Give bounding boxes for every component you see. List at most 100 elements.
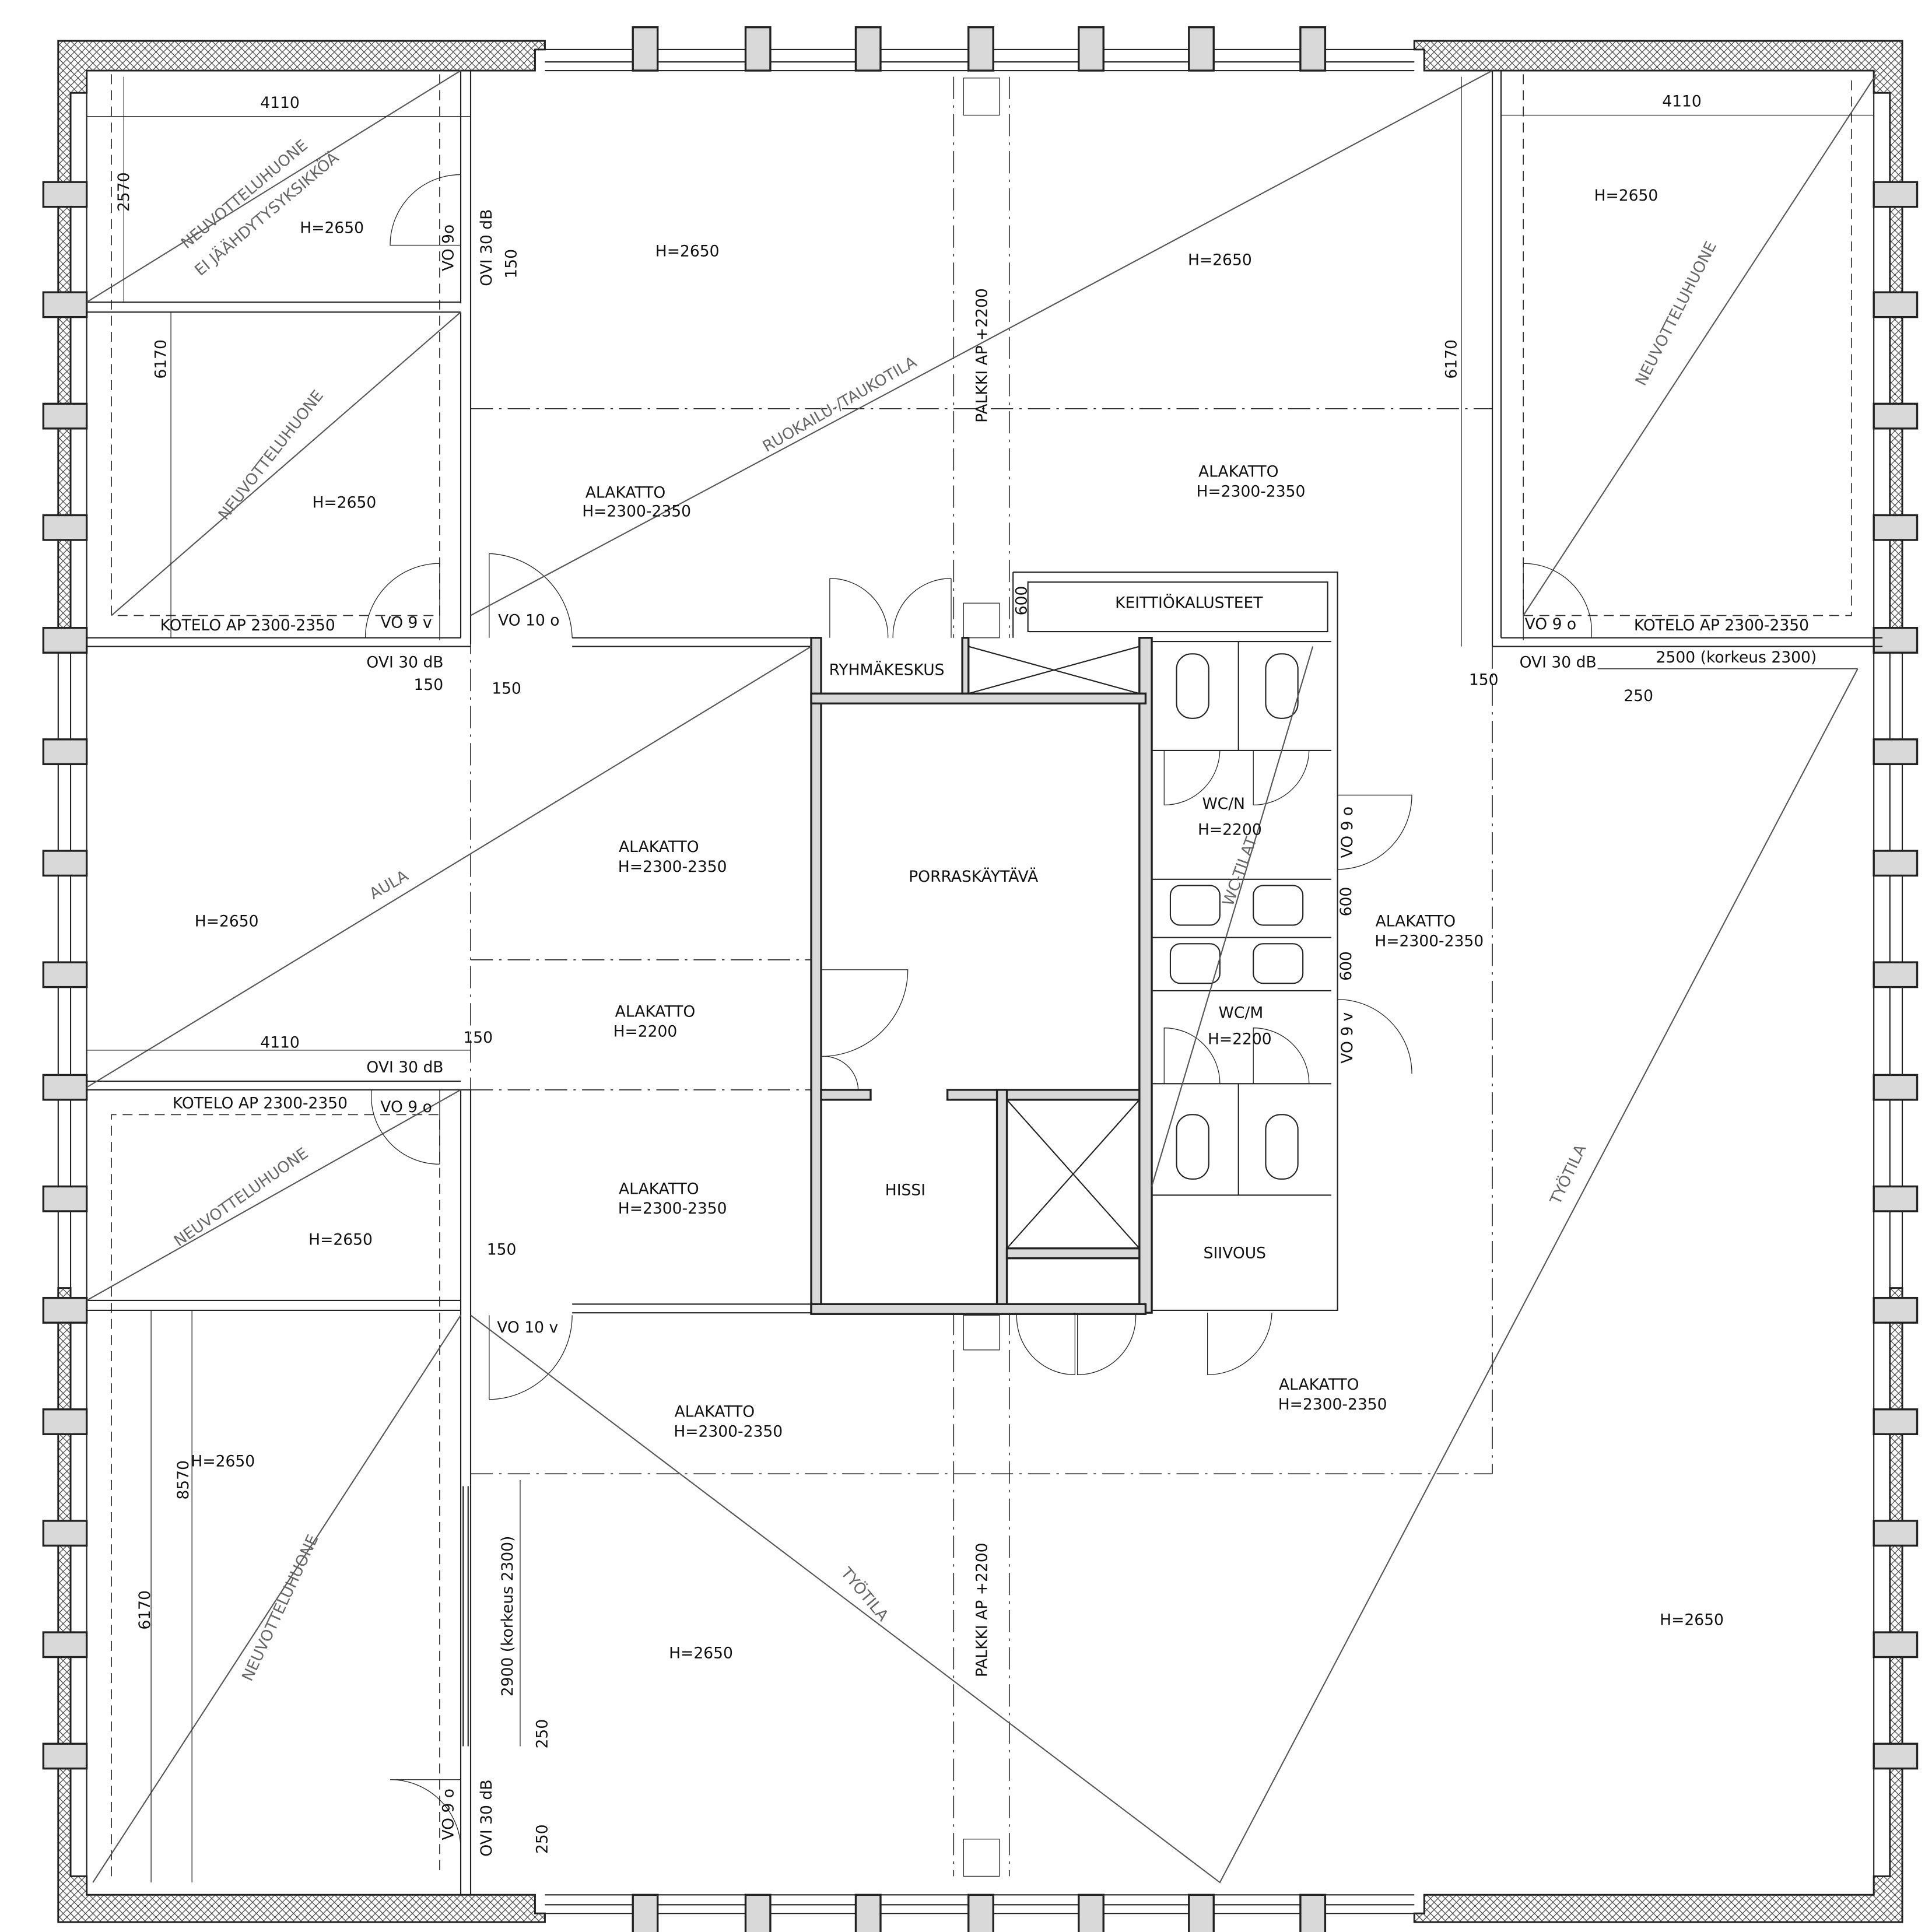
annotation-label: VO 10 o [498, 611, 559, 629]
annotation-label: OVI 30 dB [1520, 654, 1597, 672]
annotation-label: ALAKATTO [615, 1003, 696, 1021]
annotation-label: OVI 30 dB [366, 1058, 443, 1077]
annotation-label: H=2200 [1208, 1030, 1272, 1048]
annotation-label: H=2650 [1660, 1611, 1724, 1629]
toilet-icon [1265, 653, 1299, 719]
annotation-label: H=2300-2350 [1375, 932, 1484, 951]
annotation-label: 4110 [1662, 93, 1702, 111]
annotation-label: ALAKATTO [585, 484, 666, 502]
column-pier [967, 26, 994, 72]
column-pier [1873, 627, 1919, 654]
room-name-label: AULA [366, 867, 411, 903]
annotation-label: H=2650 [195, 913, 259, 931]
annotation-label: H=2650 [308, 1230, 373, 1249]
annotation-label: ALAKATTO [1376, 913, 1456, 931]
annotation-label: 2500 (korkeus 2300) [1656, 648, 1817, 667]
annotation-label: 250 [534, 1719, 552, 1749]
annotation-label: OVI 30 dB [478, 209, 496, 286]
annotation-label: HISSI [885, 1181, 925, 1199]
annotation-label: OVI 30 dB [366, 654, 443, 672]
annotation-label: KEITTIÖKALUSTEET [1115, 594, 1263, 612]
interior-walls [86, 71, 1883, 1895]
annotation-label: OVI 30 dB [478, 1780, 496, 1857]
column-pier [1873, 1408, 1919, 1435]
doors [364, 174, 1593, 1846]
column-pier [1078, 1894, 1104, 1932]
column-pier [1873, 181, 1919, 208]
annotation-label: 150 [492, 679, 521, 697]
room-name-label: RUOKAILU-/TAUKOTILA [760, 353, 920, 455]
toilet-icon [1176, 1114, 1209, 1180]
sanitary-fixtures [1169, 653, 1304, 1180]
column-pier [1873, 1520, 1919, 1547]
annotation-label: H=2200 [613, 1023, 678, 1041]
annotation-label: 2570 [115, 172, 133, 212]
annotation-label: ALAKATTO [1198, 463, 1279, 481]
column-pier [42, 291, 88, 318]
annotation-label: H=2300-2350 [1278, 1395, 1387, 1414]
annotation-label: H=2650 [191, 1452, 255, 1470]
annotation-label: VO 9 o [439, 1789, 457, 1840]
annotation-label: 4110 [260, 94, 300, 112]
annotation-label: 2900 (korkeus 2300) [499, 1536, 517, 1697]
annotation-label: KOTELO AP 2300-2350 [173, 1095, 348, 1113]
annotation-label: 150 [1469, 671, 1499, 689]
toilet-icon [1176, 653, 1209, 719]
annotation-label: RYHMÄKESKUS [829, 660, 945, 679]
annotation-label: H=2650 [655, 243, 720, 261]
annotation-label: 250 [1624, 687, 1653, 705]
annotation-label: H=2650 [1594, 187, 1658, 205]
column-pier [42, 1631, 88, 1658]
room-name-label: NEUVOTTELUHUONE [239, 1532, 322, 1684]
column-pier [1873, 1074, 1919, 1101]
column-pier [1873, 514, 1919, 541]
annotation-label: ALAKATTO [619, 1180, 699, 1198]
column-pier [1188, 26, 1215, 72]
column-pier [744, 1894, 772, 1932]
exterior-walls [42, 26, 1919, 1932]
column-pier [632, 26, 659, 72]
annotation-label: 600 [1337, 887, 1355, 917]
annotation-label: 150 [487, 1240, 517, 1258]
hatched-wall-bottom-right [1413, 1287, 1903, 1923]
column-pier [42, 181, 88, 208]
room-name-label: NEUVOTTELUHUONE [171, 1144, 311, 1250]
annotation-label: 150 [503, 249, 521, 279]
column-pier [1078, 26, 1104, 72]
column-pier [854, 1894, 882, 1932]
hatched-wall-top-left [57, 40, 546, 645]
annotation-label: 150 [463, 1029, 493, 1047]
annotation-label: H=2200 [1198, 821, 1262, 839]
annotation-label: VO 9 o [1525, 615, 1577, 633]
annotation-label: PALKKI AP +2200 [973, 288, 991, 423]
annotation-label: VO 9 v [1338, 1012, 1356, 1064]
annotation-label: VO 10 v [497, 1319, 558, 1337]
column-pier [1188, 1894, 1215, 1932]
annotation-label: 6170 [152, 339, 170, 379]
annotation-label: H=2650 [669, 1645, 733, 1663]
toilet-icon [1265, 1114, 1299, 1180]
annotation-label: ALAKATTO [675, 1403, 755, 1421]
column-pier [42, 1296, 88, 1324]
column-pier [42, 514, 88, 541]
sink-icon [1169, 885, 1221, 926]
annotation-label: 4110 [260, 1034, 300, 1052]
annotation-label: H=2300-2350 [674, 1423, 783, 1441]
room-name-label: NEUVOTTELUHUONE [1632, 239, 1721, 388]
column-pier [42, 1520, 88, 1547]
label-leader-lines [86, 70, 1877, 1884]
column-pier [967, 1894, 994, 1932]
annotation-label: 600 [1013, 586, 1031, 616]
column-pier [42, 1408, 88, 1435]
annotation-label: SIIVOUS [1204, 1244, 1266, 1263]
room-name-label: TYÖTILA [837, 1563, 892, 1625]
annotation-label: H=2300-2350 [618, 1200, 727, 1218]
column-pier [744, 26, 772, 72]
dimension-lines [86, 76, 1874, 1883]
column-pier [1873, 291, 1919, 318]
column-piers [42, 26, 1919, 1932]
annotation-label: H=2300-2350 [618, 858, 727, 876]
annotation-label: H=2300-2350 [1197, 483, 1306, 501]
room-name-label: WC-TILAT [1219, 834, 1261, 909]
column-pier [42, 627, 88, 654]
